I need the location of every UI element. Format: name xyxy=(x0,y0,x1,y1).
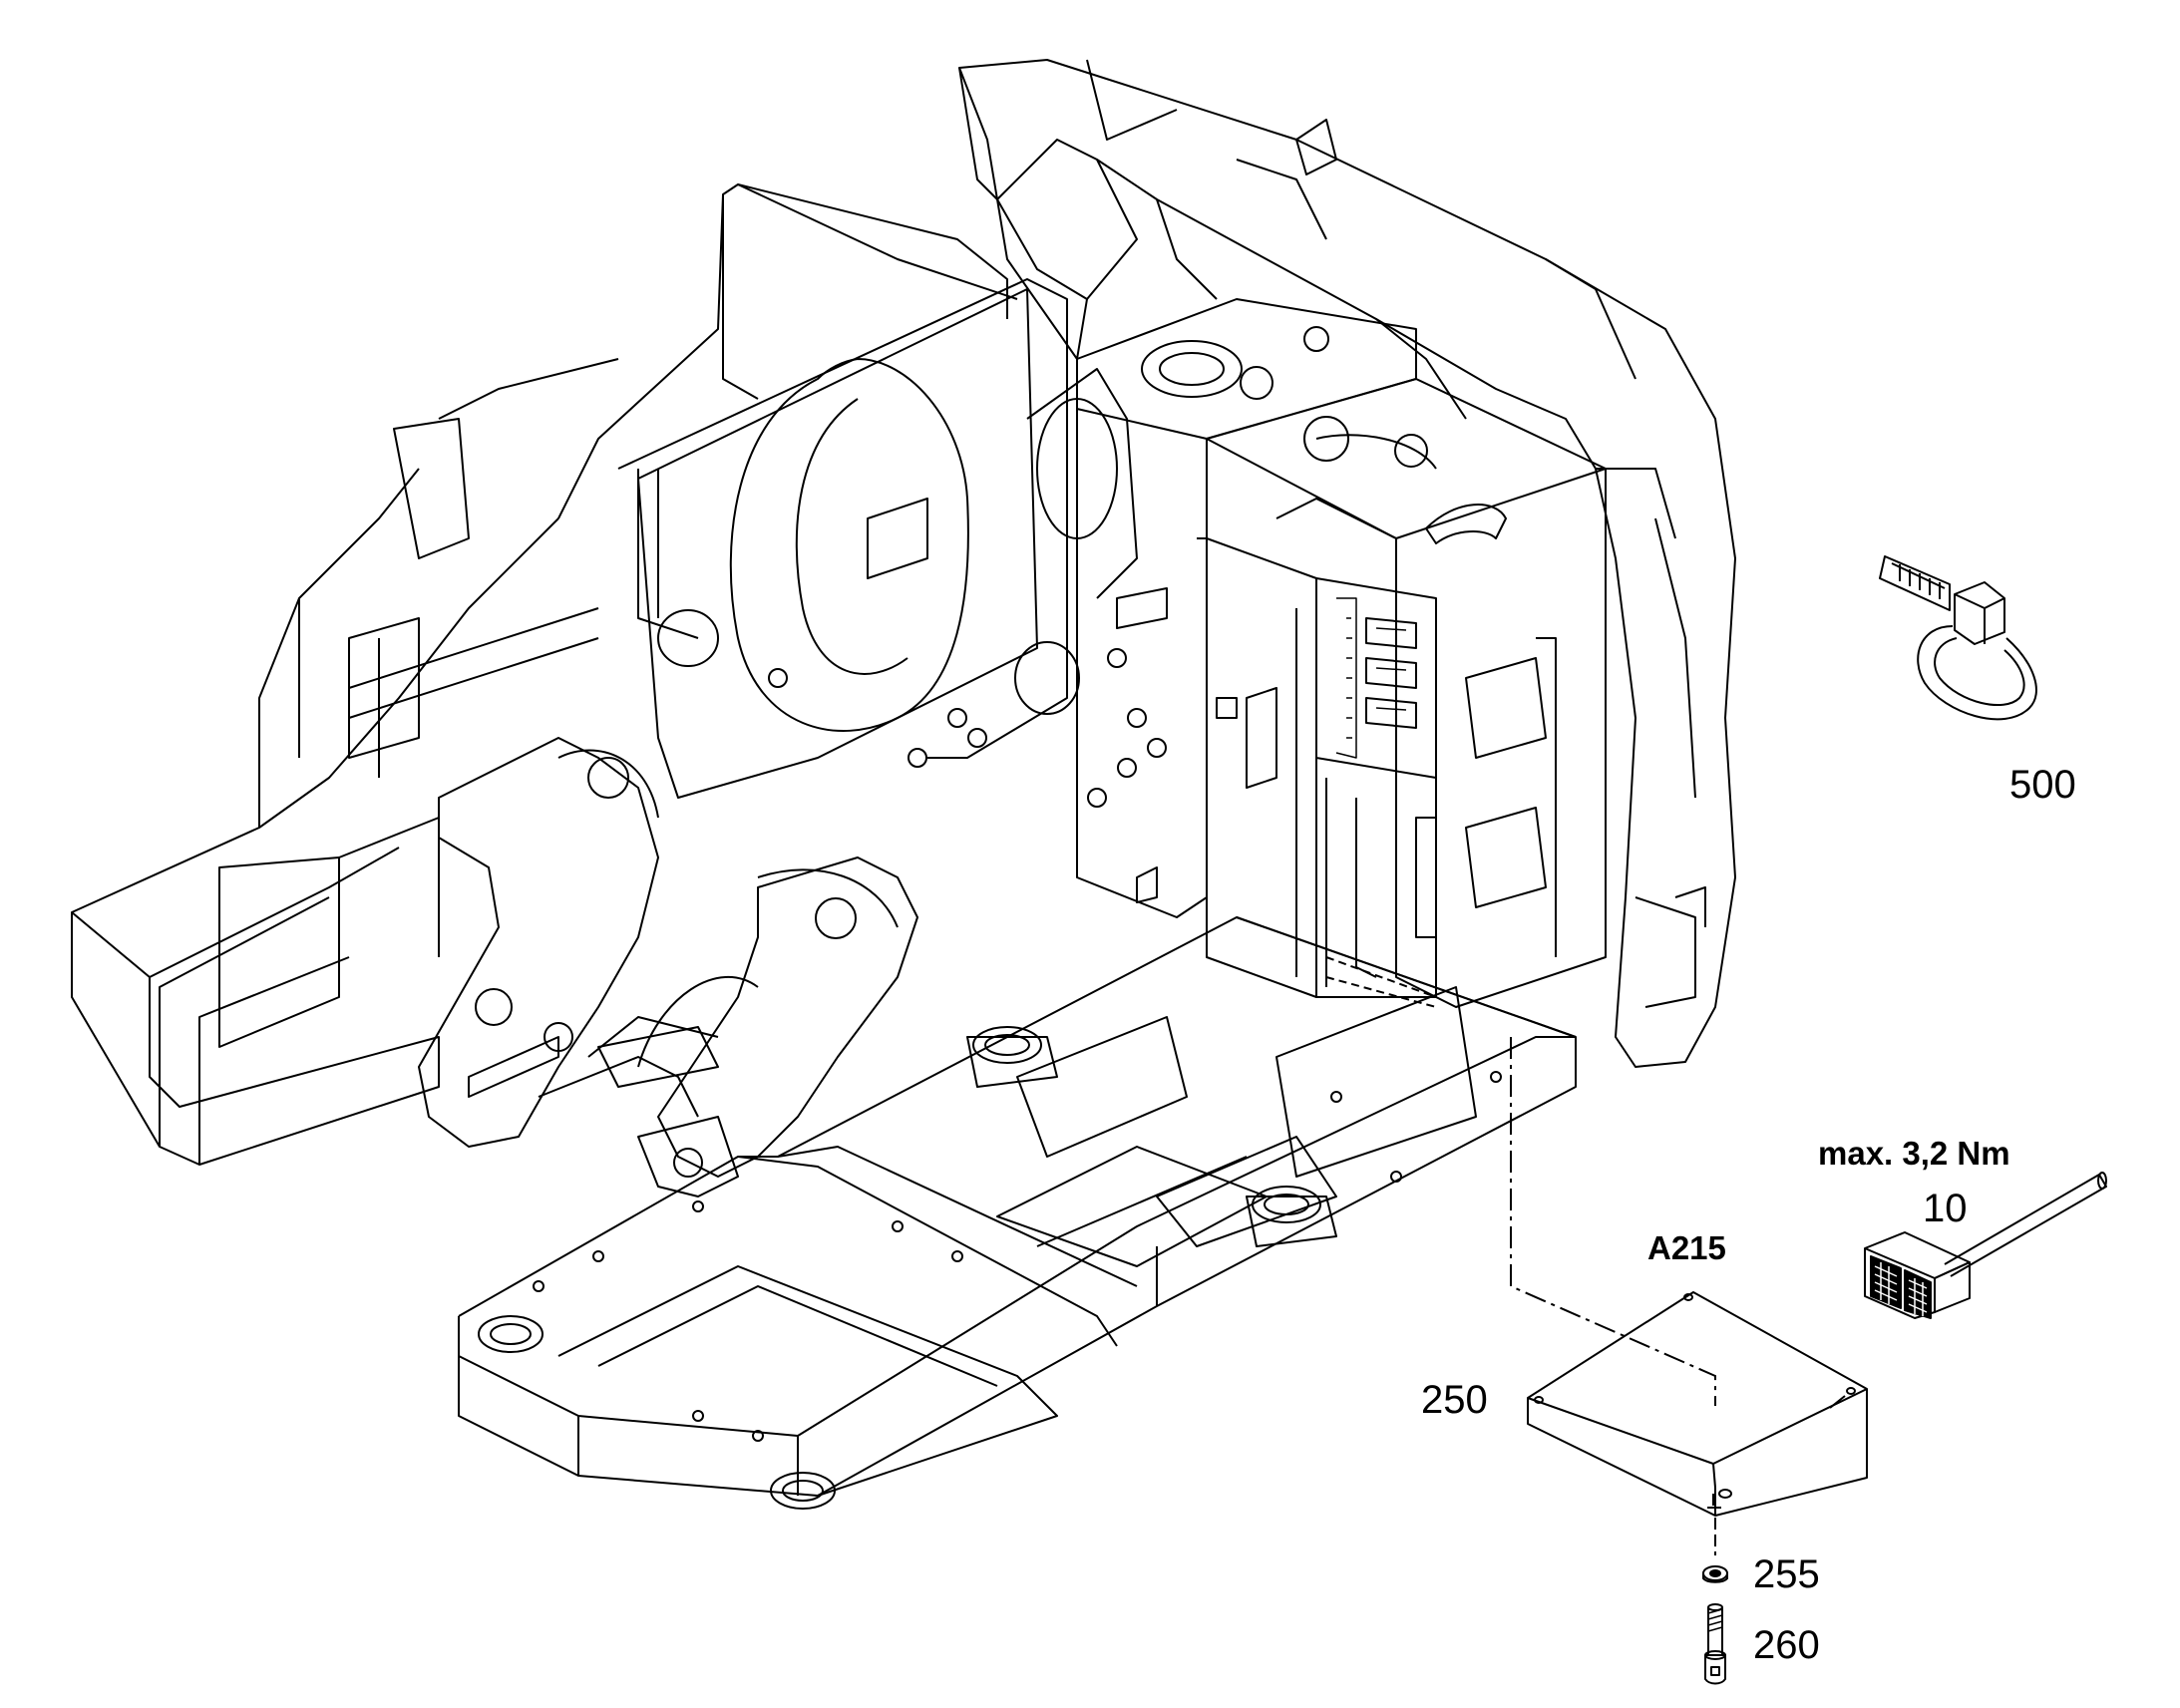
part-label-250: 250 xyxy=(1421,1378,1488,1422)
bolt-icon xyxy=(1704,1603,1726,1685)
leader-line xyxy=(1510,1037,1716,1406)
washer-icon xyxy=(1702,1565,1728,1583)
part-label-260: 260 xyxy=(1753,1623,1820,1667)
part-label-500: 500 xyxy=(2009,763,2076,807)
frame-icon xyxy=(71,59,1736,1510)
assembly-label-a215: A215 xyxy=(1647,1229,1726,1266)
connector-icon xyxy=(1864,1172,2107,1319)
part-label-10: 10 xyxy=(1923,1187,1968,1230)
ecu-box-icon xyxy=(1527,1291,1868,1517)
part-label-255: 255 xyxy=(1753,1552,1820,1596)
cable-tie-icon xyxy=(1879,555,2037,721)
torque-note: max. 3,2 Nm xyxy=(1818,1135,2010,1172)
control-box-icon xyxy=(768,298,1607,1008)
